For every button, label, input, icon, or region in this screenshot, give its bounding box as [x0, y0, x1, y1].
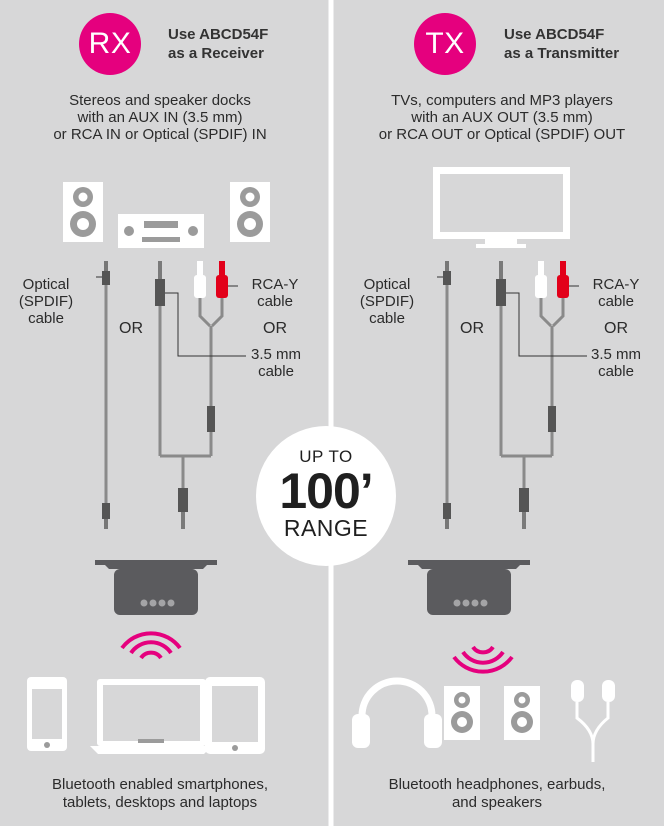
tx-footer: Bluetooth headphones, earbuds, and speak… — [347, 776, 647, 812]
tx-mm-line1: 3.5 mm — [590, 346, 641, 363]
tx-desc-line3: or RCA OUT or Optical (SPDIF) OUT — [378, 126, 626, 143]
rx-footer-line1: Bluetooth enabled smartphones, — [52, 776, 268, 793]
tx-description: TVs, computers and MP3 players with an A… — [347, 92, 657, 143]
rx-footer-line2: tablets, desktops and laptops — [62, 794, 258, 811]
rx-optical-line3: cable — [28, 310, 64, 327]
rx-rca-line2: cable — [257, 293, 293, 310]
headphones-icon — [352, 677, 442, 748]
tx-optical-line1: Optical — [363, 276, 411, 293]
rx-optical-line2: (SPDIF) — [18, 293, 74, 310]
rx-wireless-icon — [120, 631, 182, 660]
tx-rca-label: RCA-Y cable — [581, 276, 651, 310]
rx-mm-line2: cable — [258, 363, 294, 380]
tx-or-left: OR — [460, 320, 484, 337]
tx-cables — [435, 259, 589, 531]
tx-mm-label: 3.5 mm cable — [578, 346, 654, 380]
rx-optical-line1: Optical — [22, 276, 70, 293]
rx-cables — [94, 259, 248, 531]
rx-footer: Bluetooth enabled smartphones, tablets, … — [10, 776, 310, 812]
rx-or-right: OR — [263, 320, 287, 337]
tx-footer-line2: and speakers — [451, 794, 543, 811]
rx-adapter-device — [95, 560, 217, 615]
range-line3: RANGE — [283, 515, 369, 541]
tx-mode-title: Use ABCD54F as a Transmitter — [504, 25, 619, 63]
tx-desc-line2: with an AUX OUT (3.5 mm) — [411, 109, 593, 126]
tx-rca-line1: RCA-Y — [592, 276, 640, 293]
stereo-system-icon — [63, 182, 270, 248]
speakers-icon — [444, 686, 540, 740]
rx-mode-title: Use ABCD54F as a Receiver — [168, 25, 268, 63]
tx-wireless-icon — [452, 645, 514, 674]
tx-optical-label: Optical (SPDIF) cable — [347, 276, 427, 327]
tablet-icon — [205, 677, 265, 754]
tx-desc-line1: TVs, computers and MP3 players — [391, 92, 613, 109]
tx-optical-line3: cable — [369, 310, 405, 327]
rx-badge: RX — [79, 13, 141, 75]
laptop-icon — [90, 679, 212, 754]
rx-optical-label: Optical (SPDIF) cable — [6, 276, 86, 327]
range-badge: UP TO 100’ RANGE — [256, 426, 396, 566]
tx-mode-line2: as a Transmitter — [504, 45, 620, 62]
range-value: 100’ — [279, 463, 373, 519]
rx-rca-label: RCA-Y cable — [240, 276, 310, 310]
earbuds-icon — [571, 680, 615, 762]
tx-adapter-device — [408, 560, 530, 615]
rx-description: Stereos and speaker docks with an AUX IN… — [10, 92, 310, 143]
rx-desc-line2: with an AUX IN (3.5 mm) — [77, 109, 243, 126]
rx-mode-line1: Use ABCD54F — [168, 26, 269, 43]
rx-mode-line2: as a Receiver — [168, 45, 264, 62]
tx-footer-line1: Bluetooth headphones, earbuds, — [388, 776, 606, 793]
tx-mode-line1: Use ABCD54F — [504, 26, 605, 43]
tx-optical-line2: (SPDIF) — [359, 293, 415, 310]
tx-or-right: OR — [604, 320, 628, 337]
rx-mm-line1: 3.5 mm — [250, 346, 301, 363]
rx-desc-line1: Stereos and speaker docks — [69, 92, 251, 109]
tv-monitor-icon — [433, 167, 570, 248]
smartphone-icon — [27, 677, 67, 751]
range-line1: UP TO — [299, 447, 353, 466]
tx-rca-line2: cable — [598, 293, 634, 310]
tx-mm-line2: cable — [598, 363, 634, 380]
rx-mm-label: 3.5 mm cable — [238, 346, 314, 380]
rx-rca-line1: RCA-Y — [251, 276, 299, 293]
rx-desc-line3: or RCA IN or Optical (SPDIF) IN — [53, 126, 267, 143]
tx-badge: TX — [414, 13, 476, 75]
rx-or-left: OR — [119, 320, 143, 337]
